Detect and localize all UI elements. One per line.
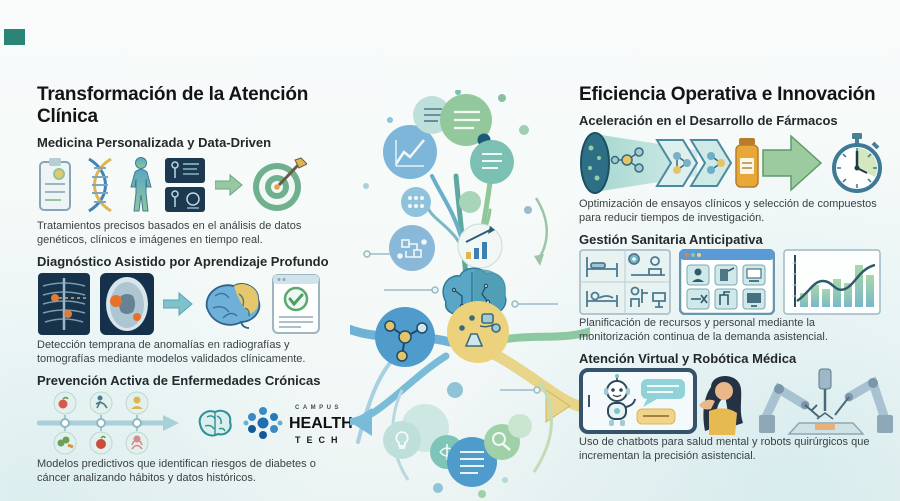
section-body-prevencion: Modelos predictivos que identifican ries…: [37, 458, 316, 484]
brain-scan-icon: [100, 273, 154, 335]
section-body-medicina: Tratamientos precisos basados en el anál…: [37, 220, 302, 246]
farmacos-icon-row: [579, 131, 885, 195]
chatbot-tablet-icon: [579, 368, 697, 434]
section-body-farmacos: Optimización de ensayos clínicos y selec…: [579, 198, 877, 224]
staff-dashboard-icon: [679, 249, 775, 315]
mini-brain-icon: [198, 409, 232, 437]
habits-timeline-icon: [37, 391, 179, 455]
health-tech-logo: CAMPUS HEALTH TECH: [243, 405, 353, 445]
right-column-title: Eficiencia Operativa e Innovación: [579, 84, 876, 105]
arrow-right-icon: [163, 291, 193, 317]
left-column: Transformación de la Atención Clínica Me…: [37, 84, 363, 491]
virtual-icon-row: [579, 368, 893, 435]
brain-icon: [205, 283, 261, 329]
section-heading-virtual: Atención Virtual y Robótica Médica: [579, 351, 797, 366]
section-heading-gestion: Gestión Sanitaria Anticipativa: [579, 232, 763, 247]
section-heading-medicina: Medicina Personalizada y Data-Driven: [37, 135, 272, 150]
neural-tree-illustration: [350, 90, 590, 498]
clipboard-icon: [39, 158, 71, 211]
section-heading-diagnostico: Diagnóstico Asistido por Aprendizaje Pro…: [37, 254, 329, 269]
stopwatch-icon: [832, 133, 882, 193]
medicina-icon-row: [37, 153, 363, 217]
logo-molecule-icon: [243, 407, 283, 439]
compound-funnel-pipeline-icon: [580, 132, 823, 194]
demand-chart-icon: [783, 249, 881, 315]
patient-woman-icon: [699, 376, 743, 435]
section-heading-farmacos: Aceleración en el Desarrollo de Fármacos: [579, 113, 838, 128]
chat-bubble-teal-icon: [641, 379, 685, 407]
target-dart-icon: [253, 157, 307, 211]
section-body-diagnostico: Detección temprana de anomalías en radio…: [37, 339, 306, 365]
section-heading-prevencion: Prevención Activa de Enfermedades Crónic…: [37, 373, 321, 388]
human-silhouette-icon: [130, 157, 152, 212]
surgical-robot-arms-icon: [759, 368, 893, 435]
chat-bubble-yellow-icon: [636, 408, 676, 425]
section-body-virtual: Uso de chatbots para salud mental y robo…: [579, 436, 870, 462]
dna-helix-icon: [88, 157, 112, 213]
hospital-ward-grid-icon: [579, 249, 671, 315]
logo-health-text: HEALTH: [289, 415, 353, 432]
chest-xray-icon: [38, 273, 90, 335]
robot-assistant-icon: [604, 374, 636, 426]
logo-tech-text: TECH: [295, 435, 344, 445]
corner-accent: [4, 29, 25, 45]
logo-campus-text: CAMPUS: [295, 405, 342, 411]
section-body-gestion: Planificación de recursos y personal med…: [579, 317, 828, 343]
report-check-icon: [272, 274, 320, 334]
scan-panels-icon: [165, 158, 205, 212]
pill-bottle-icon: [735, 138, 759, 188]
arrow-right-icon: [215, 173, 243, 197]
left-column-title: Transformación de la Atención Clínica: [37, 84, 309, 127]
diagnostico-icon-row: [37, 272, 363, 336]
gestion-icon-row: [579, 249, 885, 315]
right-column: Eficiencia Operativa e Innovación Aceler…: [579, 84, 893, 469]
prevencion-icon-row: CAMPUS HEALTH TECH: [37, 391, 363, 455]
